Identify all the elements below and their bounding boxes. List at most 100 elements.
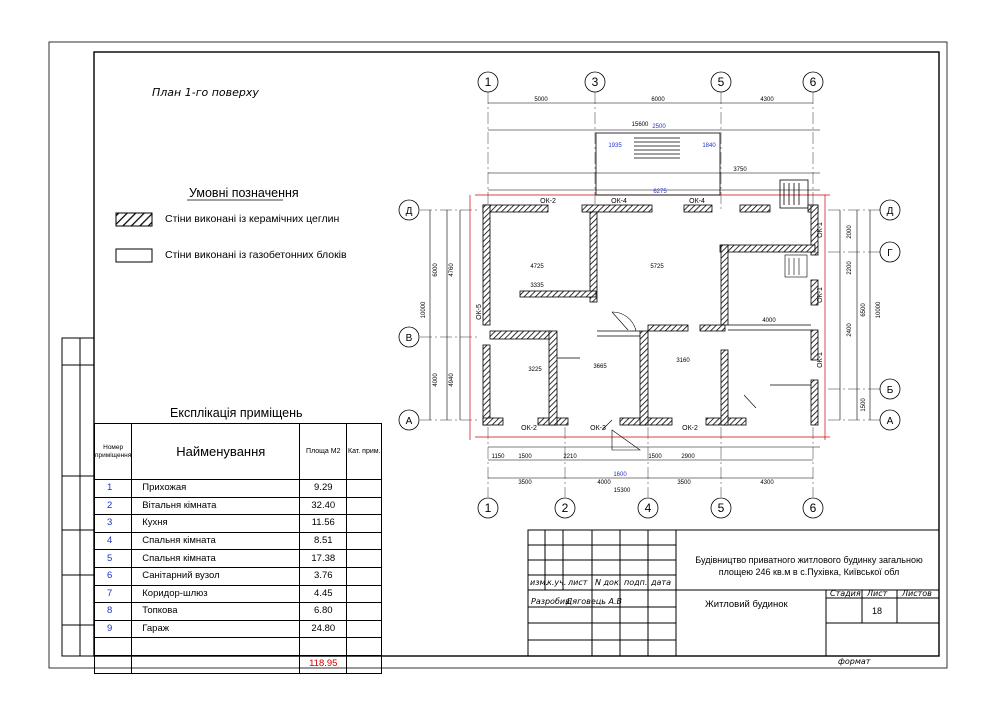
- project-name: Будівництво приватного житлового будинку…: [695, 555, 923, 577]
- col-ndok: N док.: [595, 578, 622, 587]
- outer-frame: [48, 41, 948, 669]
- table-row: 118.95: [93, 654, 383, 674]
- dim-text: 3225: [528, 367, 542, 373]
- dim-text: 2210: [563, 454, 577, 460]
- dim-text-blue: 1600: [613, 472, 627, 478]
- dim-text: 6500: [861, 303, 867, 317]
- dim-text: 3665: [593, 364, 607, 370]
- header-area: Площа М2: [299, 423, 348, 480]
- explication-title: Експлікація приміщень: [170, 406, 303, 420]
- sheet-name: Житловий будинок: [705, 599, 788, 610]
- window-label: ОК-2: [540, 198, 556, 205]
- table-row: [93, 637, 383, 656]
- developer-name: Дяговець А.В: [566, 597, 623, 606]
- dim-text-blue: 2500: [652, 124, 666, 130]
- brick-wall-swatch: [115, 212, 153, 227]
- dim-text: 6000: [651, 97, 665, 103]
- dim-text: 1500: [518, 454, 532, 460]
- dim-text: 4300: [760, 480, 774, 486]
- col-podp: подп.: [624, 578, 648, 587]
- dim-text: 10000: [421, 301, 427, 318]
- axis-label: Д: [406, 206, 413, 217]
- plan-title: План 1-го поверху: [152, 86, 259, 99]
- window-label: ОК-2: [521, 425, 537, 432]
- dim-text: 4000: [433, 373, 439, 387]
- axis-label: 1: [485, 75, 492, 89]
- dim-text: 2900: [681, 454, 695, 460]
- dim-text: 3750: [733, 167, 747, 173]
- legend-item-block: Стіни виконані із газобетонних блоків: [165, 249, 347, 261]
- dim-text: 4000: [762, 318, 776, 324]
- dim-text: 3500: [677, 480, 691, 486]
- stage-label: Стадия: [830, 589, 861, 598]
- explication-table: Номер приміщення Найменування Площа М2 К…: [93, 423, 383, 674]
- developed-label: Разробив: [531, 597, 570, 606]
- dim-text: 4940: [449, 373, 455, 387]
- axis-label: Д: [887, 206, 894, 217]
- dim-text-blue: 1840: [702, 143, 716, 149]
- format-label: формат: [838, 657, 871, 666]
- window-label: ОК-5: [476, 304, 483, 320]
- axis-label: Г: [887, 248, 893, 259]
- dim-text-blue: 1935: [608, 143, 622, 149]
- block-wall-swatch: [115, 248, 153, 263]
- col-kuch: к.уч.: [547, 578, 567, 587]
- dim-text: 10000: [876, 301, 882, 318]
- dim-text: 3160: [676, 358, 690, 364]
- axis-label: 4: [645, 501, 652, 515]
- dim-text: 5000: [534, 97, 548, 103]
- total-area: 118.95: [299, 654, 348, 674]
- dim-text: 3500: [518, 480, 532, 486]
- dim-text: 4760: [449, 263, 455, 277]
- header-note: Кат. прим.: [346, 423, 383, 480]
- sheet-label: Лист: [867, 589, 888, 598]
- header-name: Найменування: [131, 423, 301, 480]
- sheets-label: Листов: [902, 589, 932, 598]
- axis-label: 6: [810, 501, 817, 515]
- dim-text: 15600: [632, 122, 649, 128]
- window-label: ОК-1: [817, 287, 824, 303]
- header-num: Номер приміщення: [93, 423, 133, 480]
- window-label: ОК-4: [689, 198, 705, 205]
- col-izm: изм.: [530, 578, 549, 587]
- legend-title: Умовні позначення: [189, 186, 299, 200]
- axis-label: Б: [887, 385, 894, 396]
- dim-text: 1500: [648, 454, 662, 460]
- title-block-frame: [527, 529, 940, 657]
- window-label: ОК-2: [682, 425, 698, 432]
- dim-text: 4300: [760, 97, 774, 103]
- window-label: ОК-1: [817, 352, 824, 368]
- dim-text: 4725: [530, 264, 544, 270]
- legend-item-brick: Стіни виконані із керамічних цеглин: [165, 213, 340, 225]
- dim-text: 3335: [530, 283, 544, 289]
- dim-text: 2200: [847, 261, 853, 275]
- axis-label: А: [406, 416, 413, 427]
- window-label: ОК-4: [611, 198, 627, 205]
- window-label: ОК-1: [817, 222, 824, 238]
- axis-label: А: [887, 416, 894, 427]
- binding-strip: [61, 337, 95, 657]
- dim-text-blue: 6275: [653, 189, 667, 195]
- axis-label: 2: [562, 501, 569, 515]
- col-data: дата: [651, 578, 671, 587]
- dim-text: 6000: [433, 263, 439, 277]
- floor-plan: 1 3 5 6 1 2 4 5 6 Д В А Д Г Б А 5000 600…: [398, 71, 901, 519]
- col-list: лист: [568, 578, 588, 587]
- axis-label: В: [406, 333, 413, 344]
- dim-text: 5725: [650, 264, 664, 270]
- dim-text: 4000: [597, 480, 611, 486]
- dim-text: 1500: [861, 398, 867, 412]
- dim-text: 2000: [847, 225, 853, 239]
- axis-label: 5: [718, 501, 725, 515]
- dim-text: 1150: [492, 454, 506, 460]
- window-label: ОК-3: [590, 425, 606, 432]
